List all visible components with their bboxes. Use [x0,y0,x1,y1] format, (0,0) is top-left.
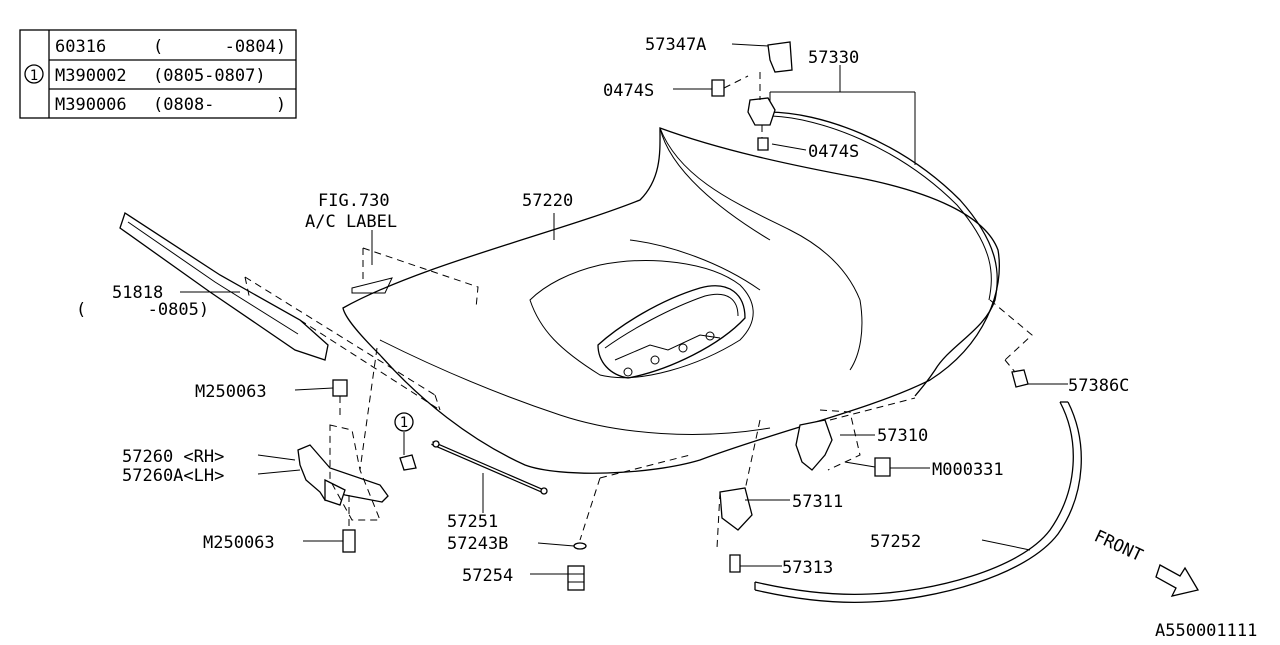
callout-M250063: M250063 [195,382,267,402]
callout-57347A: 57347A [645,35,706,55]
callout-57260A-lh: 57260A<LH> [122,466,224,486]
callout-51818: 51818 [112,283,163,303]
callout-57220: 57220 [522,191,573,211]
table-marker-circle [24,64,44,84]
callout-57330: 57330 [808,48,859,68]
callout-57310: 57310 [877,426,928,446]
hood-bumper [567,542,587,591]
table-row-range: (0808- ) [153,95,286,115]
callout-57386C: 57386C [1068,376,1129,396]
applicability-table: 1 60316 ( -0804) M390002 (0805-0807) M39… [19,29,297,119]
callout-0474S: 0474S [808,142,859,162]
hood-hinge [297,379,417,553]
callout-57243B: 57243B [447,534,508,554]
callout-57251: 57251 [447,512,498,532]
diagram-id: A550001111 [1155,621,1257,640]
callout-fig-ref: FIG.730 [318,191,390,211]
callout-57313: 57313 [782,558,833,578]
hood-weatherstrip-51818 [119,211,329,361]
callout-57254: 57254 [462,566,513,586]
callout-57260-rh: 57260 <RH> [122,447,224,467]
release-cable [767,111,998,397]
table-row-range: (0805-0807) [153,66,266,86]
hood-latch [716,409,891,573]
front-label: FRONT [1091,526,1146,566]
callout-labels: 57347A 57330 0474S 0474S FIG.730 A/C LAB… [76,35,1257,641]
callout-57311: 57311 [792,492,843,512]
leader-lines [180,43,1068,575]
hood-strut [431,440,548,495]
dashed-relation-lines [244,247,1033,541]
table-marker: 1 [30,68,38,84]
table-row-part: M390002 [55,66,127,86]
hood-rubber [1011,369,1029,388]
callout-M000331: M000331 [932,460,1004,480]
front-direction: FRONT [1091,526,1200,597]
table-row-range: ( -0804) [153,37,286,57]
callout-fig-label: A/C LABEL [305,212,397,232]
marker-number: 1 [400,415,408,431]
callout-0474S: 0474S [603,81,654,101]
marker-circle [394,412,414,432]
callout-51818-range: ( -0805) [76,300,209,320]
table-row-part: 60316 [55,37,106,57]
callout-57252: 57252 [870,532,921,552]
callout-M250063: M250063 [203,533,275,553]
table-row-part: M390006 [55,95,127,115]
front-arrow-icon [1155,564,1200,597]
hood-panel [342,127,1000,474]
latch-bracket [711,41,793,151]
front-seal [754,401,1082,604]
